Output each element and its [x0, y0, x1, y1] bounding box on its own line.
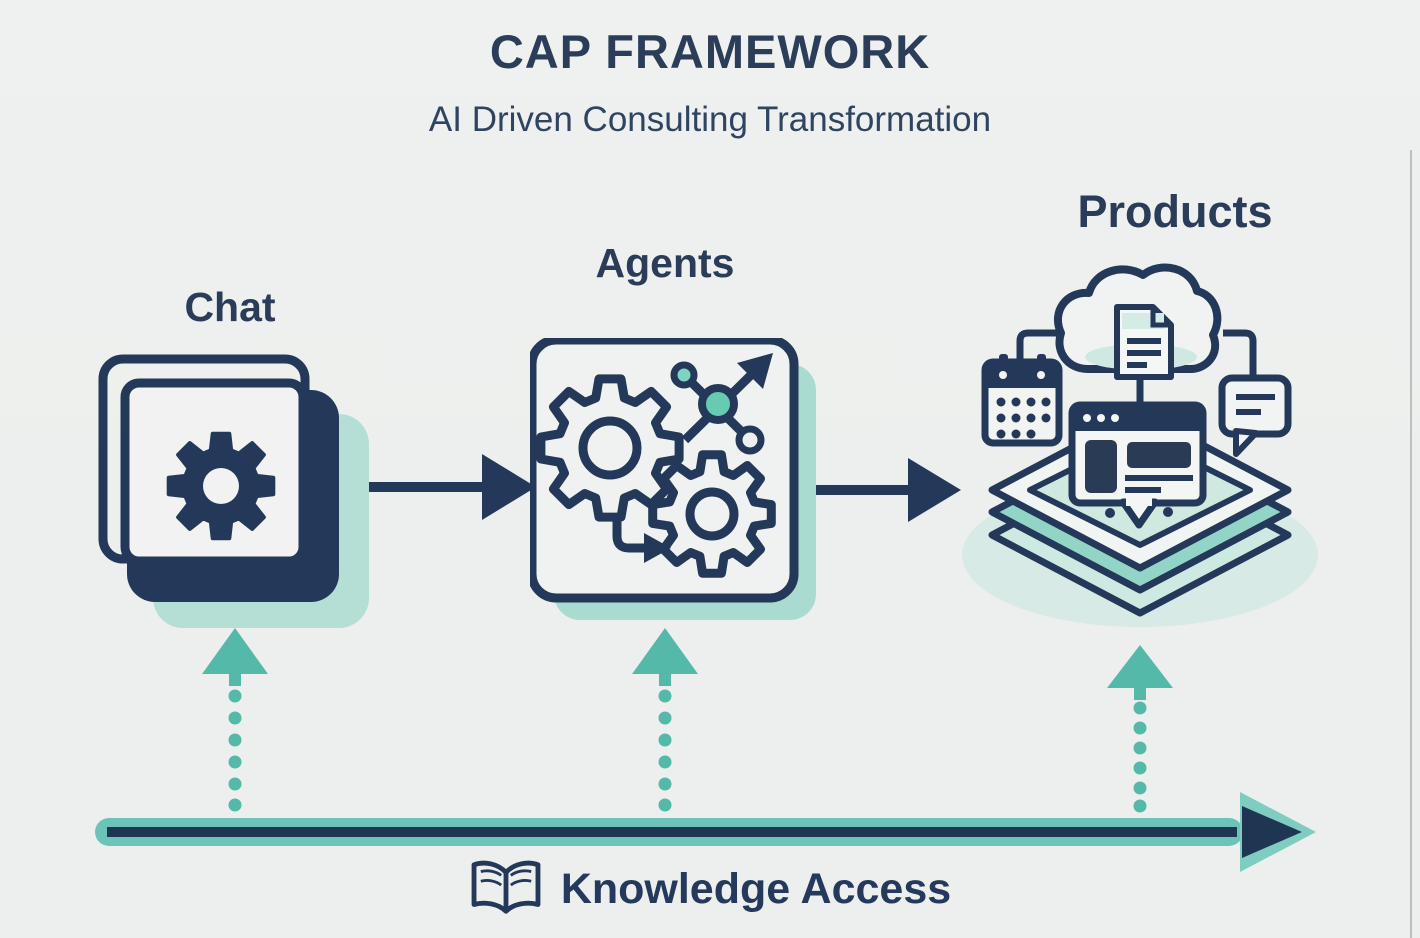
stack-dot-left [1105, 508, 1115, 518]
dotted-arrow-knowledge-to-chat-icon [202, 628, 268, 812]
process-arrow-icon [612, 516, 671, 563]
document-icon [1114, 304, 1174, 380]
gear-small-icon [648, 450, 776, 578]
gears-network-icon [530, 338, 816, 620]
network-node-icon [670, 353, 773, 455]
calendar-icon [981, 354, 1063, 447]
dotted-arrow-knowledge-to-products-icon [1107, 645, 1173, 813]
page-title: CAP FRAMEWORK [489, 25, 931, 78]
layer-stack-icon [988, 408, 1292, 617]
gear-icon [166, 431, 276, 541]
right-edge-line [1410, 150, 1412, 938]
connector-calendar-cloud [1016, 329, 1065, 362]
knowledge-access-legend: Knowledge Access [0, 858, 1420, 920]
stack-dot-right [1163, 507, 1173, 517]
chat-window-gear-icon [98, 354, 369, 628]
cloud-apps-layer-stack-icon [962, 263, 1318, 627]
browser-window-icon [1068, 401, 1207, 529]
page-subtitle: AI Driven Consulting Transformation [428, 100, 992, 139]
knowledge-access-arrow-icon [95, 792, 1316, 872]
stage-label-agents: Agents [595, 240, 735, 286]
open-book-icon [471, 860, 541, 914]
gear-large-icon [536, 374, 684, 522]
knowledge-access-label: Knowledge Access [560, 864, 952, 913]
connector-bubble-cloud [1223, 329, 1257, 378]
chat-bubble-icon [1218, 374, 1292, 457]
arrow-agents-to-products-icon [800, 458, 961, 522]
stage-label-products: Products [1077, 186, 1273, 237]
stage-label-chat: Chat [184, 284, 276, 330]
dotted-arrow-knowledge-to-agents-icon [632, 628, 698, 812]
